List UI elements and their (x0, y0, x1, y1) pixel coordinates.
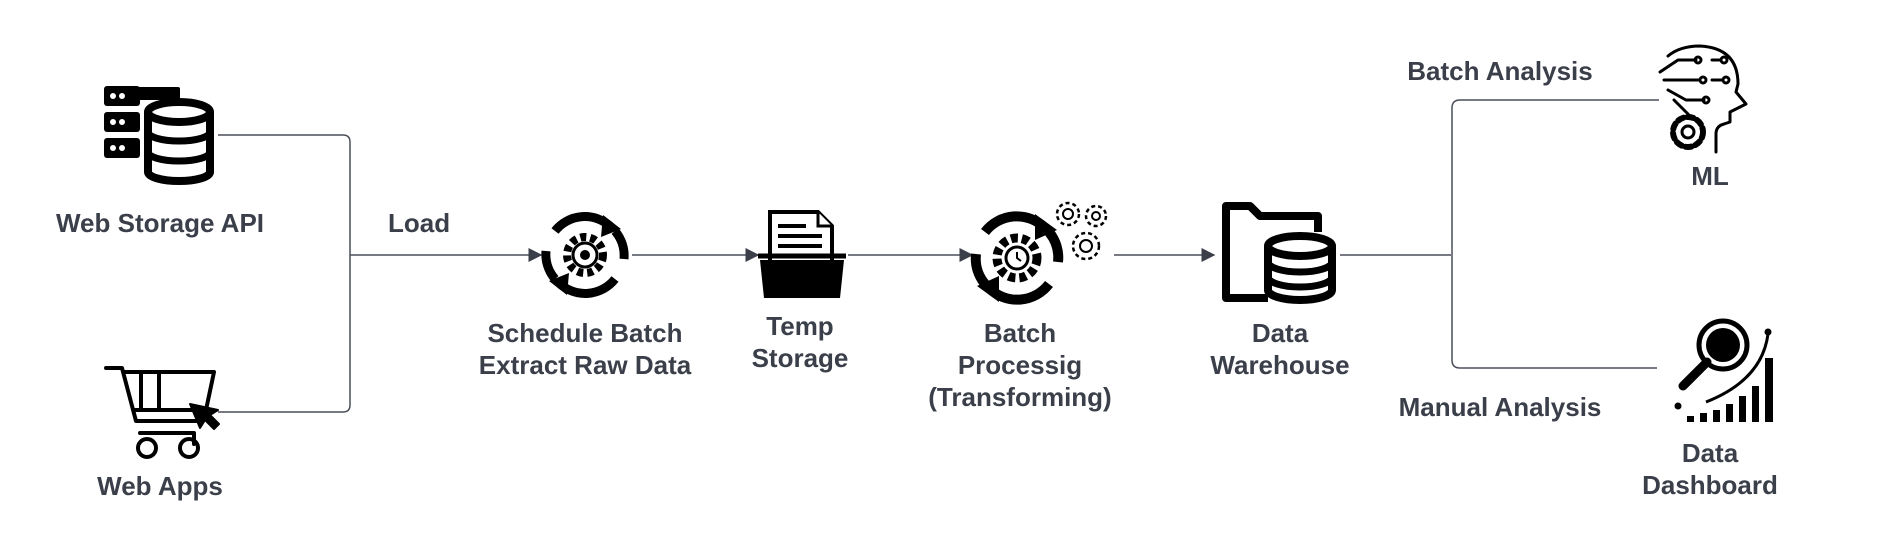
data-warehouse-label: Data Warehouse (1180, 317, 1380, 381)
batch-processing-line-3: (Transforming) (928, 382, 1112, 412)
temp-storage-line-2: Storage (751, 343, 849, 373)
shopping-cart-icon (104, 366, 220, 459)
batch-processing-label: Batch Processig (Transforming) (910, 317, 1130, 413)
edge-split-branches (1451, 99, 1659, 369)
data-warehouse-line-2: Warehouse (1210, 350, 1350, 380)
edge-web-storage-to-merge (218, 134, 351, 413)
schedule-batch-line-1: Schedule Batch (487, 318, 683, 348)
document-folder-icon (758, 210, 846, 298)
analytics-magnifier-icon (1674, 318, 1773, 422)
refresh-gear-icon (541, 212, 629, 298)
schedule-batch-label: Schedule Batch Extract Raw Data (460, 317, 710, 381)
temp-storage-label: Temp Storage (730, 310, 870, 374)
ai-head-gear-icon (1658, 44, 1748, 154)
web-storage-api-label: Web Storage API (55, 208, 265, 238)
web-apps-label: Web Apps (97, 471, 223, 501)
folder-database-icon (1222, 202, 1336, 304)
data-warehouse-line-1: Data (1251, 318, 1309, 348)
schedule-batch-line-2: Extract Raw Data (478, 350, 692, 380)
data-dashboard-line-2: Dashboard (1642, 470, 1778, 500)
edge-label-manual-analysis: Manual Analysis (1398, 392, 1602, 422)
edge-label-load: Load (388, 208, 451, 238)
temp-storage-line-1: Temp (766, 311, 834, 341)
batch-processing-line-2: Processig (957, 350, 1083, 380)
edge-label-batch-analysis: Batch Analysis (1407, 56, 1593, 86)
connector-lines (218, 99, 1659, 413)
ml-label: ML (1691, 161, 1729, 191)
batch-processing-line-1: Batch (983, 318, 1057, 348)
data-dashboard-label: Data Dashboard (1620, 437, 1800, 501)
data-dashboard-line-1: Data (1681, 438, 1739, 468)
processing-gears-icon (970, 201, 1108, 305)
server-database-icon (104, 86, 214, 185)
